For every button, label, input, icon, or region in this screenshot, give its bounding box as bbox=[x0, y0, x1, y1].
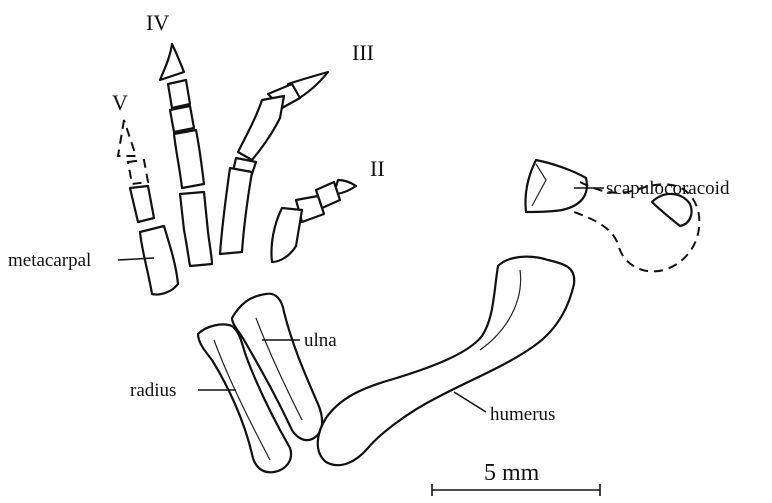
digit-iii-metacarpal bbox=[220, 168, 252, 254]
digit-iii-label: III bbox=[352, 40, 374, 65]
digit-iv-phalanx-1 bbox=[168, 80, 190, 108]
digit-ii-metacarpal bbox=[271, 208, 302, 262]
humerus-leader bbox=[454, 392, 486, 412]
digit-v-label: V bbox=[112, 90, 128, 115]
digit-v-metacarpal bbox=[140, 226, 178, 295]
digit-iv-claw bbox=[160, 44, 184, 80]
digit-v-phalanx-outline bbox=[128, 160, 148, 184]
digit-iv-label: IV bbox=[146, 10, 169, 35]
humerus-bone bbox=[318, 257, 575, 466]
digit-v bbox=[118, 120, 178, 295]
scapulocoracoid-label: scapulocoracoid bbox=[606, 178, 730, 199]
digit-iv-metacarpal bbox=[180, 192, 212, 266]
scapulocoracoid-fragment bbox=[525, 160, 586, 212]
digit-iii-phalanx-2 bbox=[238, 96, 284, 160]
digit-v-phalanx bbox=[130, 186, 154, 222]
metacarpal-label: metacarpal bbox=[8, 250, 91, 271]
digit-iv bbox=[160, 44, 212, 266]
digit-iv-phalanx-3 bbox=[174, 130, 204, 188]
scale-bar-label: 5 mm bbox=[484, 460, 540, 486]
digit-iv-phalanx-2 bbox=[170, 106, 194, 132]
ulna-label: ulna bbox=[304, 330, 337, 351]
digit-ii bbox=[271, 180, 356, 262]
digit-v-claw-outline bbox=[118, 120, 136, 156]
humerus-label: humerus bbox=[490, 404, 555, 425]
digit-ii-label: II bbox=[370, 156, 385, 181]
radius-label: radius bbox=[130, 380, 176, 401]
